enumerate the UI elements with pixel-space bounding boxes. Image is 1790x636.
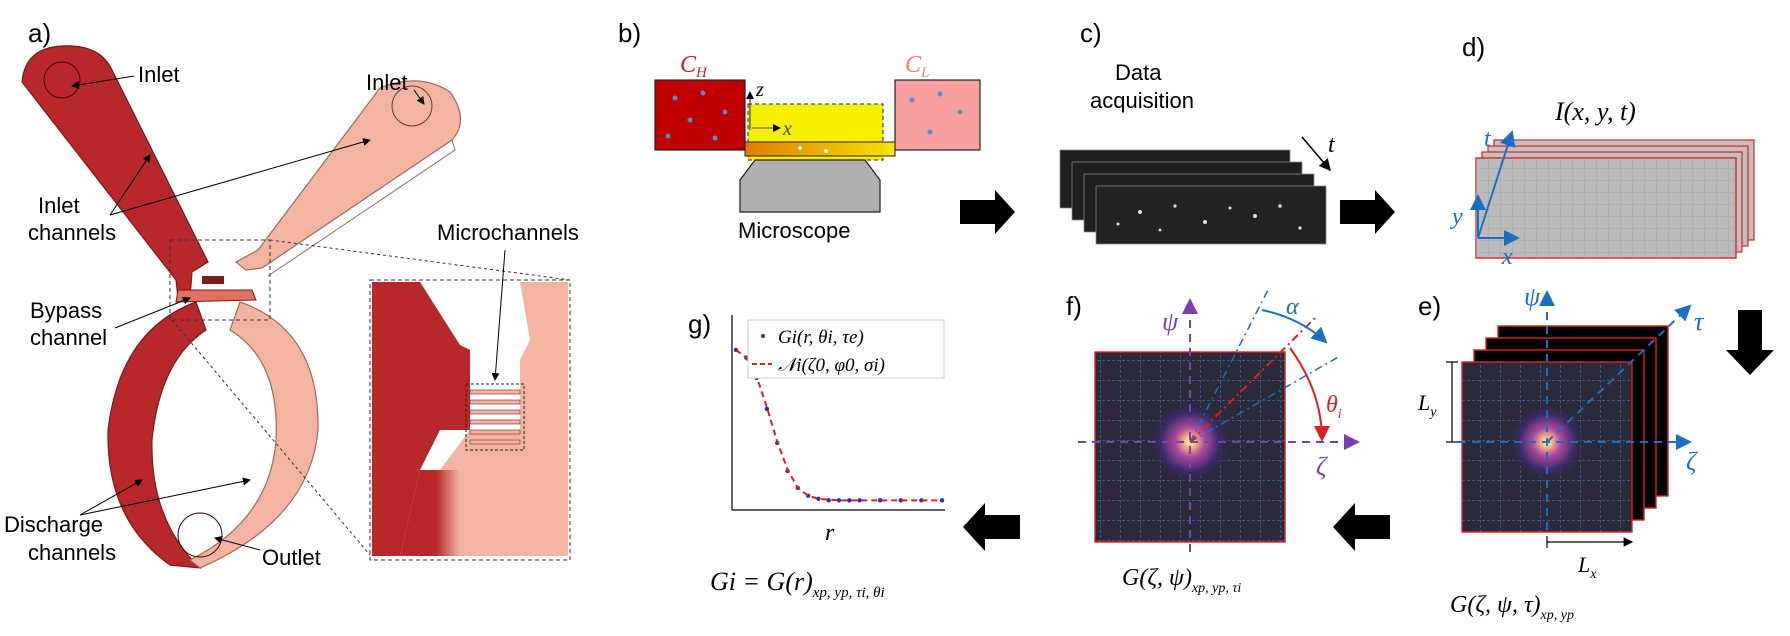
g-xlabel: r: [825, 520, 835, 546]
y-axis-label-d: y: [1450, 204, 1463, 230]
right-inlet-arm: [234, 80, 462, 271]
x-axis-label-d: x: [1501, 244, 1513, 270]
bypass-label-1: Bypass: [30, 298, 102, 323]
high-concentration-reservoir: [654, 79, 746, 151]
inset-red-region: [372, 282, 470, 556]
arrow-b-to-c: [960, 190, 1015, 234]
panel-d: d) I(x, y, t) t y x: [1450, 32, 1755, 270]
panel-g: g) Gi(r, θi, τe) 𝒩i(ζ0, φ0, σi) r Gi = G…: [688, 309, 945, 601]
data-point: [836, 498, 842, 503]
lx-label: Lx: [1577, 552, 1597, 582]
panel-c: c) Data acquisition t: [1059, 18, 1336, 245]
arrow-f-to-g: [963, 503, 1020, 551]
intensity-title: I(x, y, t): [1554, 97, 1636, 126]
panel-f: f) ψ ζ α θi G(ζ, ψ)xp, yp, τi: [1066, 289, 1360, 596]
frame-4: [1095, 185, 1327, 245]
ly-label: Ly: [1417, 390, 1437, 420]
zeta-label-e: ζ: [1686, 447, 1698, 476]
arrow-e-to-f: [1333, 503, 1390, 551]
panel-e-label: e): [1418, 291, 1441, 321]
reservoir-particles-high: [665, 90, 728, 141]
cl-label: CL: [905, 52, 929, 81]
t-axis-label-d: t: [1484, 126, 1492, 152]
panel-b: b) CH CL z x Microscope: [618, 18, 981, 243]
microscope-label: Microscope: [738, 218, 850, 243]
discharge-label-2: channels: [28, 540, 116, 565]
data-point: [898, 498, 903, 503]
data-point: [857, 498, 862, 503]
data-point: [878, 498, 883, 503]
microscope-objective: [739, 159, 881, 213]
inlet-label-left: Inlet: [138, 62, 180, 87]
z-axis-label: z: [755, 79, 764, 101]
panel-c-label: c): [1080, 18, 1102, 48]
right-discharge-channel: [188, 301, 319, 569]
profile-caption-g: Gi = G(r)xp, yp, τi, θi: [710, 567, 885, 601]
data-point: [847, 498, 852, 503]
inlet-channels-label-2: channels: [28, 220, 116, 245]
particle-dots: [1116, 204, 1302, 232]
arrow-d-to-e: [1726, 310, 1774, 375]
legend-label-2: 𝒩i(ζ0, φ0, σi): [778, 355, 885, 376]
tau-label-e: τ: [1694, 307, 1705, 336]
arrow-c-to-d: [1340, 190, 1395, 234]
corr-caption-f: G(ζ, ψ)xp, yp, τi: [1122, 565, 1241, 596]
outlet-label: Outlet: [262, 545, 321, 570]
panel-g-label: g): [688, 309, 711, 339]
acquisition-title-2: acquisition: [1090, 88, 1194, 113]
panel-d-label: d): [1462, 32, 1485, 62]
x-axis-label-b: x: [782, 118, 792, 140]
theta-label: θi: [1326, 392, 1342, 422]
reservoir-particles-low: [909, 91, 963, 135]
left-discharge-channel: [107, 301, 207, 569]
inlet-label-right: Inlet: [366, 70, 408, 95]
left-inlet-arm: [21, 45, 209, 299]
data-point: [826, 498, 831, 503]
panel-f-label: f): [1066, 291, 1082, 321]
panel-b-label: b): [618, 18, 641, 48]
zoom-box: [169, 239, 271, 321]
corr-caption-e: G(ζ, ψ, τ)xp, yp: [1450, 592, 1574, 623]
panel-a: a): [4, 18, 579, 570]
legend-label-1: Gi(r, θi, τe): [778, 327, 864, 348]
inlet-channels-label-1: Inlet: [38, 193, 80, 218]
acquisition-title-1: Data: [1115, 60, 1162, 85]
fit-line: [735, 349, 942, 502]
microchannels-label: Microchannels: [437, 220, 579, 245]
panel-e: e) ψ τ ζ Ly Lx G(ζ, ψ, τ)xp, yp: [1417, 282, 1705, 623]
inlet-port-left: [43, 61, 81, 99]
t-axis-label-c: t: [1328, 132, 1336, 158]
low-concentration-reservoir: [894, 79, 981, 151]
discharge-label-1: Discharge: [4, 512, 103, 537]
psi-label-e: ψ: [1524, 282, 1541, 311]
panel-a-label: a): [28, 18, 51, 48]
g-legend: [747, 319, 945, 379]
microchannels-tiny: [202, 276, 224, 284]
bypass-channel: [175, 289, 257, 303]
inlet-port-right: [391, 85, 433, 127]
inset-microchannels: [465, 383, 525, 451]
alpha-label: α: [1286, 294, 1299, 320]
legend-marker-points: [761, 334, 765, 338]
ch-label: CH: [680, 52, 708, 81]
data-point: [764, 406, 770, 412]
zeta-label-f: ζ: [1316, 452, 1328, 481]
outlet-port: [177, 512, 223, 558]
psi-label-f: ψ: [1162, 307, 1179, 336]
bypass-label-2: channel: [30, 325, 107, 350]
channel-bar: [744, 141, 896, 157]
